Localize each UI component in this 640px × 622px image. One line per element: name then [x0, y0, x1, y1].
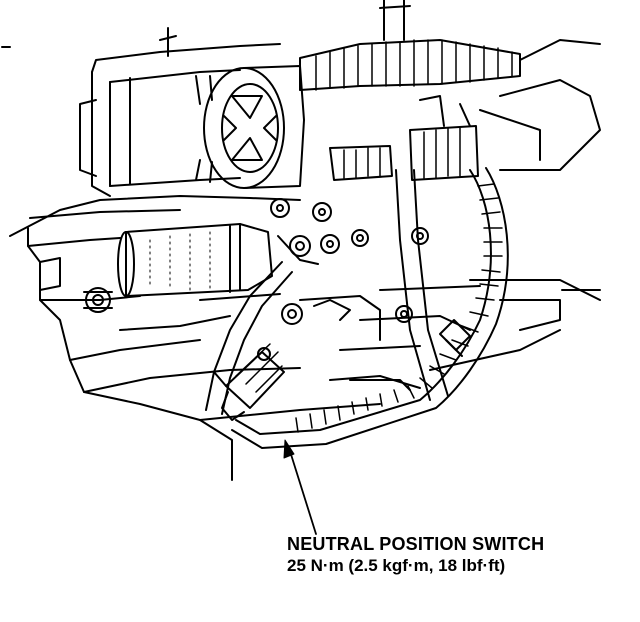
case-bolt — [83, 287, 113, 313]
case-lower-details — [119, 289, 601, 391]
harness-down-lead — [395, 169, 449, 401]
part-name-label: NEUTRAL POSITION SWITCH — [287, 534, 545, 554]
neutral-position-switch — [213, 343, 285, 421]
callout-leader — [283, 439, 317, 535]
torque-spec-label: 25 N·m (2.5 kgf·m, 18 lbf·ft) — [287, 556, 506, 575]
callout-label: NEUTRAL POSITION SWITCH 25 N·m (2.5 kgf·… — [287, 533, 544, 577]
switch-lead — [205, 235, 319, 415]
starter-motor — [79, 27, 305, 197]
switch-wire-loop — [231, 167, 509, 449]
starter-solenoid — [117, 223, 273, 297]
wiring-harness-top — [299, 0, 601, 171]
harness-connectors — [329, 95, 479, 181]
terminal-bolts — [270, 198, 429, 325]
transmission-case — [9, 195, 601, 481]
